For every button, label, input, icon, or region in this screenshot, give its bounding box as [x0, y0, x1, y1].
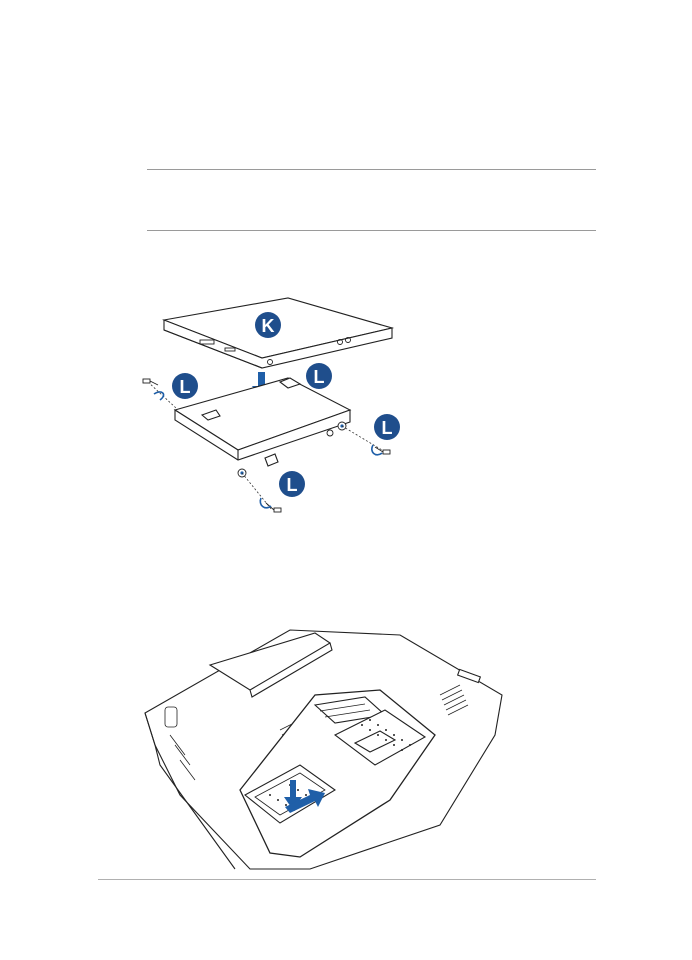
svg-text:L: L [287, 475, 298, 495]
vent-right [439, 684, 469, 716]
svg-text:L: L [382, 418, 393, 438]
callout-l-left: L [172, 373, 198, 399]
callout-l-bottom: L [279, 471, 305, 497]
callout-k: K [255, 312, 281, 338]
svg-text:L: L [314, 367, 325, 387]
screw [374, 446, 391, 455]
insert-arrows [284, 780, 325, 813]
footer-rule [98, 879, 596, 880]
svg-text:K: K [262, 316, 275, 336]
screw [142, 378, 159, 386]
hdd-bay-install-illustration [144, 629, 503, 870]
hdd-bay-bracket [173, 377, 352, 467]
callout-l-top-right: L [306, 363, 332, 389]
callout-l-right: L [374, 414, 400, 440]
separator-middle [147, 230, 596, 231]
svg-text:L: L [180, 377, 191, 397]
hdd-bay-assembly-illustration: K L L L L [142, 297, 400, 513]
rotation-arrows [153, 391, 383, 509]
separator-top [147, 169, 596, 170]
